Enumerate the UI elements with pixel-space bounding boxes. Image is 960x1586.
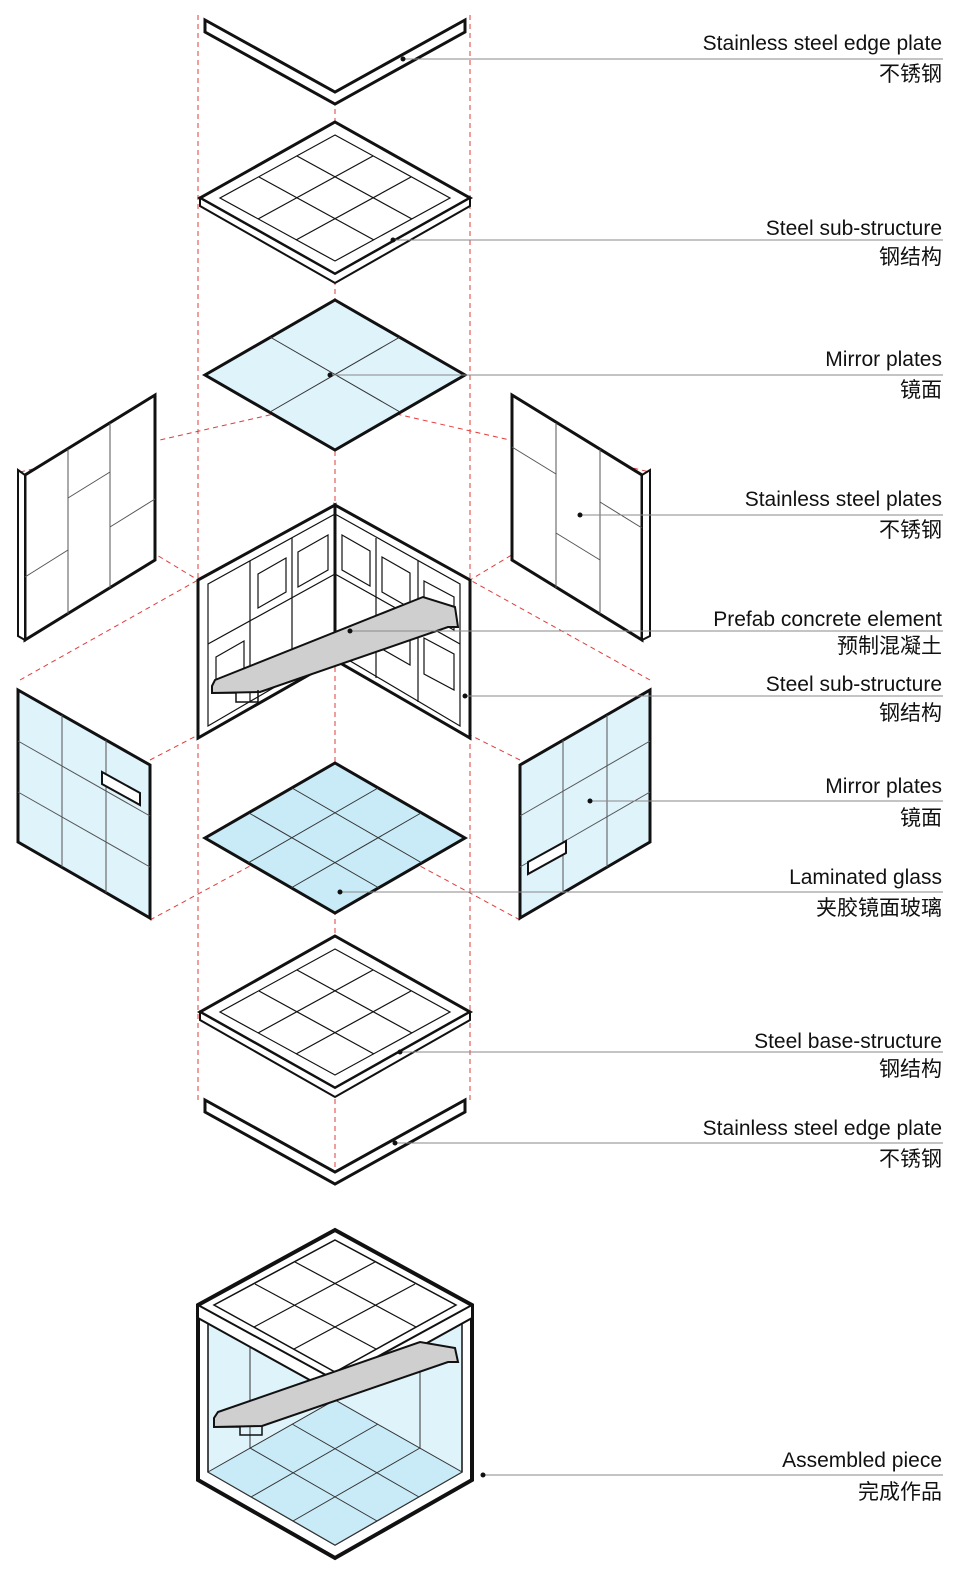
label-base-structure-en: Steel base-structure	[754, 1030, 942, 1053]
label-side-mirror-zh: 镜面	[900, 806, 942, 830]
leader-dots	[327, 56, 593, 1478]
label-assembled-zh: 完成作品	[858, 1480, 942, 1504]
label-bottom-edge-plate-en: Stainless steel edge plate	[702, 1117, 942, 1140]
assembled-piece	[196, 1227, 474, 1561]
label-side-mirror-en: Mirror plates	[825, 775, 942, 798]
left-stainless-panel	[17, 392, 157, 643]
label-top-edge-plate-zh: 不锈钢	[879, 62, 942, 86]
label-top-sub-structure-en: Steel sub-structure	[765, 217, 942, 240]
label-base-structure-zh: 钢结构	[879, 1057, 942, 1081]
label-top-mirror-en: Mirror plates	[825, 348, 942, 371]
bottom-edge-plate	[203, 1097, 467, 1186]
label-prefab-concrete-zh: 预制混凝土	[837, 634, 942, 658]
left-mirror-panel	[16, 687, 152, 921]
label-top-edge-plate-en: Stainless steel edge plate	[702, 32, 942, 55]
top-edge-plate	[203, 17, 467, 106]
label-top-mirror-zh: 镜面	[900, 378, 942, 402]
label-bottom-edge-plate-zh: 不锈钢	[879, 1147, 942, 1171]
label-assembled-en: Assembled piece	[782, 1449, 942, 1472]
label-mid-sub-structure-en: Steel sub-structure	[765, 673, 942, 696]
label-laminated-glass-zh: 夹胶镜面玻璃	[816, 896, 942, 920]
label-laminated-glass-en: Laminated glass	[789, 866, 942, 889]
top-steel-sub-structure	[196, 120, 474, 285]
label-top-sub-structure-zh: 钢结构	[879, 245, 942, 269]
right-stainless-panel	[510, 392, 651, 643]
label-stainless-plates-en: Stainless steel plates	[744, 488, 942, 511]
label-prefab-concrete-en: Prefab concrete element	[713, 608, 942, 631]
central-prefab-core	[196, 502, 472, 741]
steel-base-structure	[196, 934, 474, 1099]
laminated-glass-floor	[201, 761, 469, 915]
leader-lines	[330, 58, 943, 1476]
right-mirror-panel	[518, 687, 652, 921]
label-stainless-plates-zh: 不锈钢	[879, 518, 942, 542]
label-mid-sub-structure-zh: 钢结构	[879, 701, 942, 725]
